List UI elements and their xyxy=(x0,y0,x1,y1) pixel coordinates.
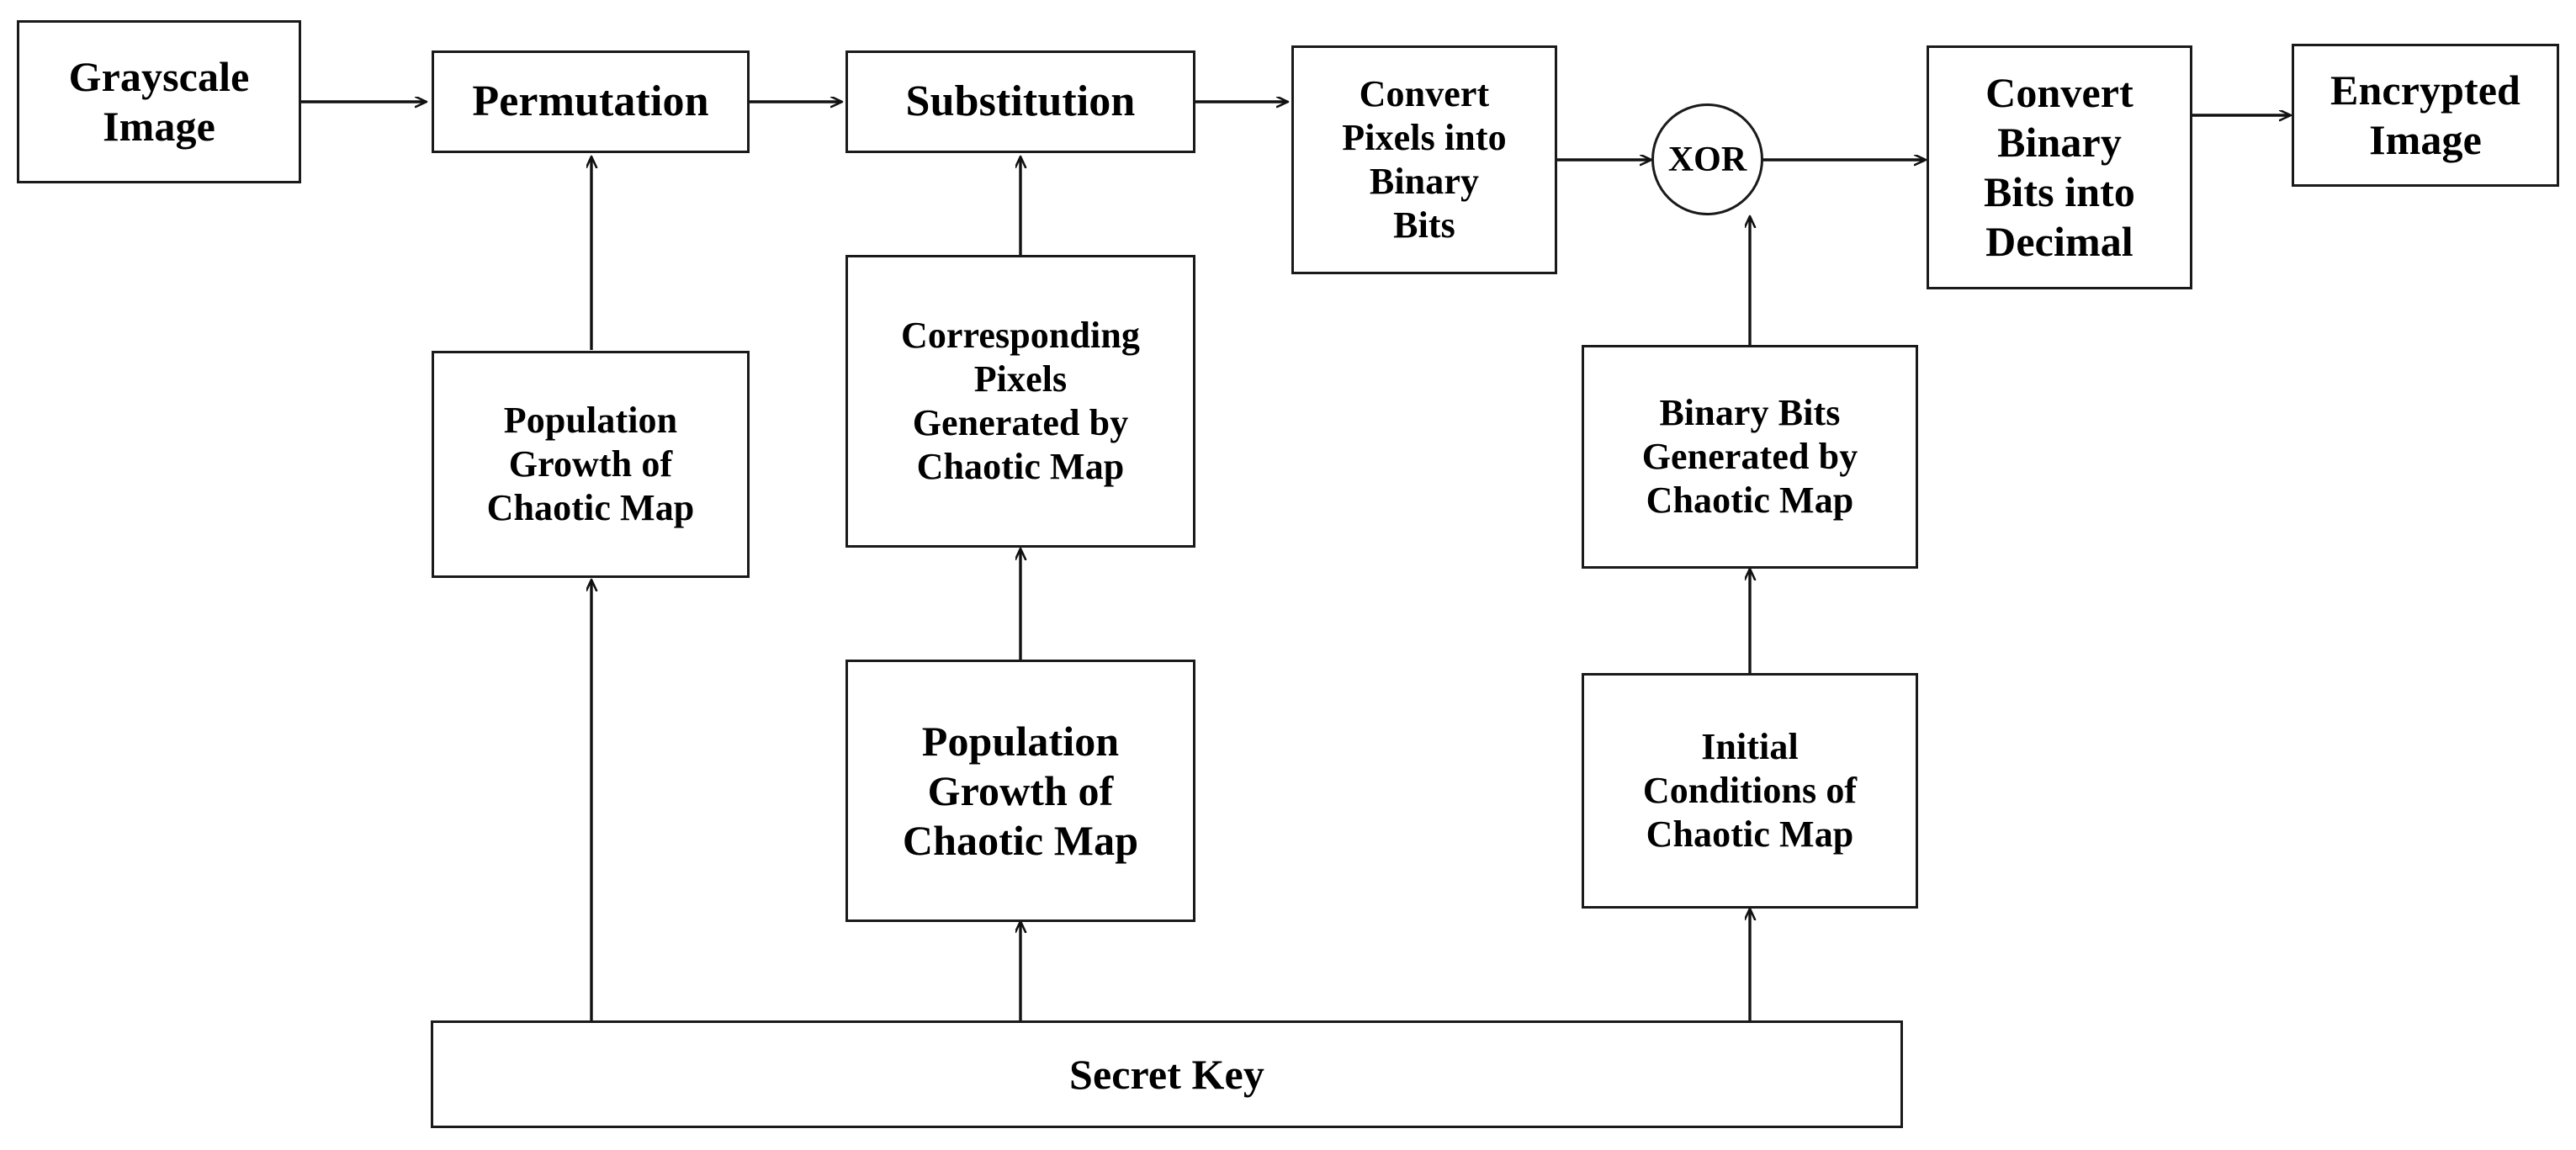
node-convert-binary-bits-into-decimal-label: Convert Binary Bits into Decimal xyxy=(1983,69,2136,265)
node-corresponding-pixels-generated-by-chaotic-map-label: Corresponding Pixels Generated by Chaoti… xyxy=(900,315,1141,487)
node-convert-pixels-into-binary-bits-label: Convert Pixels into Binary Bits xyxy=(1342,73,1507,246)
node-encrypted-image[interactable]: Encrypted Image xyxy=(2292,44,2559,187)
node-secret-key[interactable]: Secret Key xyxy=(431,1020,1903,1128)
node-permutation-label: Permutation xyxy=(472,77,709,126)
node-binary-bits-generated-by-chaotic-map-label: Binary Bits Generated by Chaotic Map xyxy=(1641,392,1858,521)
node-xor[interactable]: XOR xyxy=(1651,103,1763,215)
node-population-growth-of-chaotic-map-left[interactable]: Population Growth of Chaotic Map xyxy=(432,351,750,578)
node-grayscale-image-label: Grayscale Image xyxy=(68,53,250,150)
node-initial-conditions-of-chaotic-map[interactable]: Initial Conditions of Chaotic Map xyxy=(1582,673,1918,909)
node-xor-label: XOR xyxy=(1667,140,1747,179)
node-convert-pixels-into-binary-bits[interactable]: Convert Pixels into Binary Bits xyxy=(1291,45,1557,274)
node-encrypted-image-label: Encrypted Image xyxy=(2330,66,2520,163)
node-population-growth-of-chaotic-map-mid-label: Population Growth of Chaotic Map xyxy=(902,717,1139,864)
node-permutation[interactable]: Permutation xyxy=(432,50,750,153)
node-population-growth-of-chaotic-map-mid[interactable]: Population Growth of Chaotic Map xyxy=(845,660,1195,922)
node-population-growth-of-chaotic-map-left-label: Population Growth of Chaotic Map xyxy=(486,400,695,528)
node-substitution[interactable]: Substitution xyxy=(845,50,1195,153)
node-corresponding-pixels-generated-by-chaotic-map[interactable]: Corresponding Pixels Generated by Chaoti… xyxy=(845,255,1195,548)
node-secret-key-label: Secret Key xyxy=(1069,1050,1264,1098)
node-grayscale-image[interactable]: Grayscale Image xyxy=(17,20,301,183)
node-substitution-label: Substitution xyxy=(905,77,1136,126)
node-initial-conditions-of-chaotic-map-label: Initial Conditions of Chaotic Map xyxy=(1642,726,1858,855)
node-binary-bits-generated-by-chaotic-map[interactable]: Binary Bits Generated by Chaotic Map xyxy=(1582,345,1918,569)
node-convert-binary-bits-into-decimal[interactable]: Convert Binary Bits into Decimal xyxy=(1927,45,2192,289)
